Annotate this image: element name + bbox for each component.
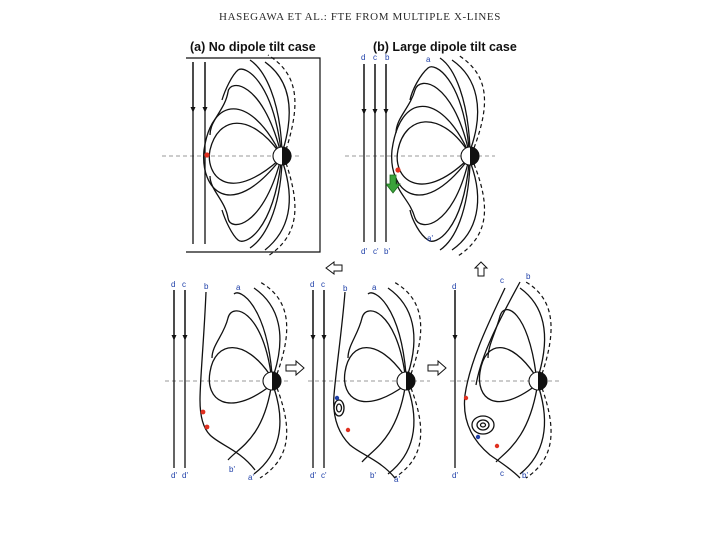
field-line-label: a: [236, 283, 241, 292]
field-line-label: b': [229, 465, 235, 474]
x-line-icon: [204, 424, 210, 430]
panel-a-title: (a) No dipole tilt case: [190, 40, 316, 54]
field-line-label: d: [361, 53, 365, 62]
field-line-label: b: [204, 282, 209, 291]
flux-rope-icon: [333, 399, 345, 417]
field-line-label: d': [182, 471, 188, 480]
sequence-arrow-icon: [285, 359, 305, 377]
field-line-label: c: [500, 276, 504, 285]
panel-a-frame: [186, 57, 321, 253]
panel-b: d c b a d' c' b' a': [345, 53, 495, 257]
x-line-icon: [463, 395, 469, 401]
field-line-label: d': [171, 471, 177, 480]
field-line-label: c: [500, 469, 504, 478]
magnetosphere-field-lines: [343, 281, 422, 479]
field-line-label: b': [370, 471, 376, 480]
field-line-label: d': [452, 471, 458, 480]
field-line-label: b: [343, 284, 348, 293]
sequence-arrow-icon: [427, 359, 447, 377]
x-line-icon: [345, 427, 351, 433]
magnetosphere-field-lines: [391, 54, 485, 257]
panel-sequence-1: d c b a d' d' b' a': [165, 280, 290, 482]
field-line-label: a: [426, 55, 431, 64]
field-line-label: d: [310, 280, 314, 289]
earth-icon: [272, 146, 292, 166]
sequence-arrow-icon: [325, 261, 343, 275]
panel-a: [162, 54, 321, 257]
field-line-label: c': [321, 471, 327, 480]
magnetosphere-field-lines: [208, 281, 288, 479]
x-line-icon: [494, 443, 500, 449]
field-line-label: a': [394, 475, 400, 484]
field-line-label: d': [361, 247, 367, 256]
motion-arrow-icon: [385, 174, 401, 194]
field-line-label: a': [427, 234, 433, 243]
field-line-label: c': [373, 247, 379, 256]
field-line-label: d': [310, 471, 316, 480]
flux-rope-icon: [471, 415, 495, 435]
magnetosphere-field-lines: [203, 54, 296, 257]
field-line-label: b: [526, 272, 531, 281]
field-line-label: c: [182, 280, 186, 289]
sequence-arrow-icon: [473, 261, 489, 277]
panel-sequence-3: d c b d' c b': [450, 272, 560, 480]
panel-sequence-2: d c b a d' c' b' a': [308, 280, 430, 484]
field-line-label: a: [372, 283, 377, 292]
field-line-label: d: [171, 280, 175, 289]
earth-icon: [460, 146, 480, 166]
x-line-icon: [334, 395, 340, 401]
x-line-icon: [395, 167, 401, 173]
x-line-icon: [204, 152, 210, 158]
field-line-label: b': [384, 247, 390, 256]
x-line-icon: [200, 409, 206, 415]
field-line-label: c: [373, 53, 377, 62]
field-line-label: b: [385, 53, 390, 62]
figure-header: HASEGAWA ET AL.: FTE FROM MULTIPLE X-LIN…: [219, 11, 501, 23]
field-line-label: c: [321, 280, 325, 289]
panel-b-title: (b) Large dipole tilt case: [373, 40, 517, 54]
magnetosphere-field-lines: [478, 281, 552, 479]
field-line-label: d: [452, 282, 456, 291]
field-line-label: a': [248, 473, 254, 482]
field-line-label: b': [522, 471, 528, 480]
x-line-icon: [475, 434, 481, 440]
